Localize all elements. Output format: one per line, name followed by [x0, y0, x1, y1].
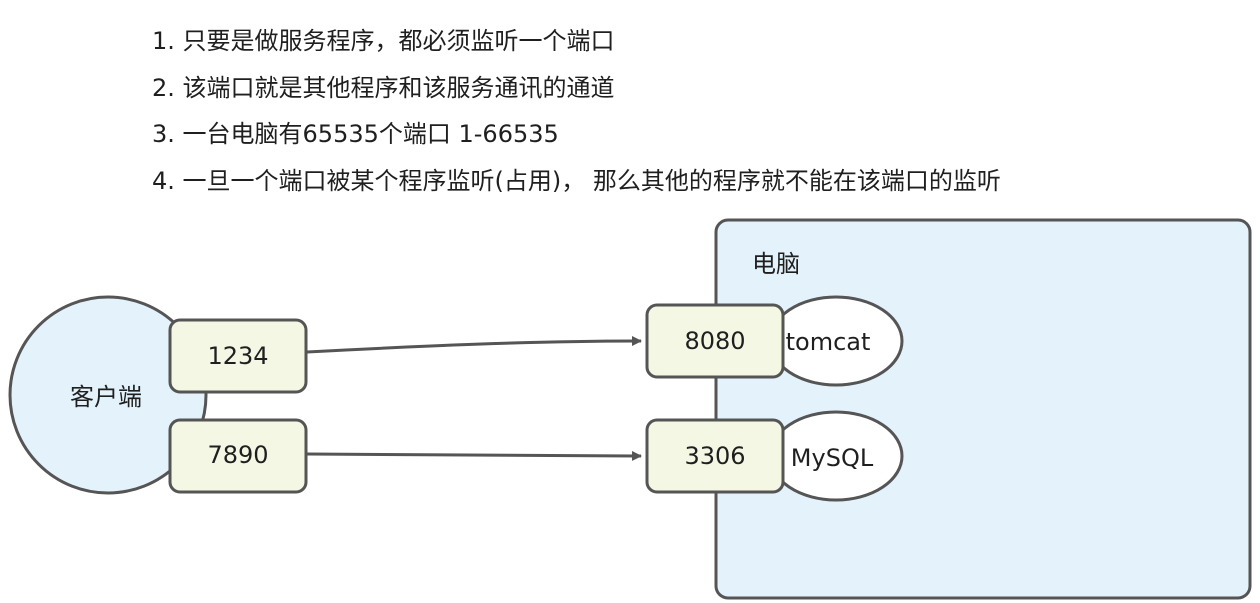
note-item: 4. 一旦一个端口被某个程序监听(占用)， 那么其他的程序就不能在该端口的监听: [152, 166, 1001, 195]
client-port-1234: 1234: [168, 318, 308, 394]
client-port-7890: 7890: [168, 418, 308, 494]
server-port-8080: 8080: [645, 303, 785, 379]
notes-list: 1. 只要是做服务程序，都必须监听一个端口 2. 该端口就是其他程序和该服务通讯…: [152, 18, 1001, 204]
port-number: 1234: [207, 342, 268, 370]
port-box: [168, 318, 308, 394]
service-tomcat: tomcat: [768, 295, 904, 387]
service-name: MySQL: [791, 444, 874, 472]
service-mysql: MySQL: [768, 410, 904, 502]
service-name: tomcat: [786, 328, 871, 356]
port-box: [645, 303, 785, 379]
port-box: [168, 418, 308, 494]
note-item: 3. 一台电脑有65535个端口 1-66535: [152, 120, 559, 148]
server-port-3306: 3306: [645, 418, 785, 494]
note-item: 1. 只要是做服务程序，都必须监听一个端口: [152, 27, 615, 55]
computer-box: 电脑: [714, 218, 1252, 600]
client-circle: [8, 295, 208, 495]
port-box: [645, 418, 785, 494]
client-node: 客户端: [8, 295, 208, 495]
connection-arrow: [306, 450, 642, 461]
client-label: 客户端: [70, 383, 142, 411]
computer-label: 电脑: [752, 250, 800, 278]
port-number: 7890: [207, 441, 268, 469]
connection-arrow: [306, 336, 642, 354]
port-number: 3306: [684, 442, 745, 470]
port-number: 8080: [684, 327, 745, 355]
note-item: 2. 该端口就是其他程序和该服务通讯的通道: [152, 73, 615, 102]
